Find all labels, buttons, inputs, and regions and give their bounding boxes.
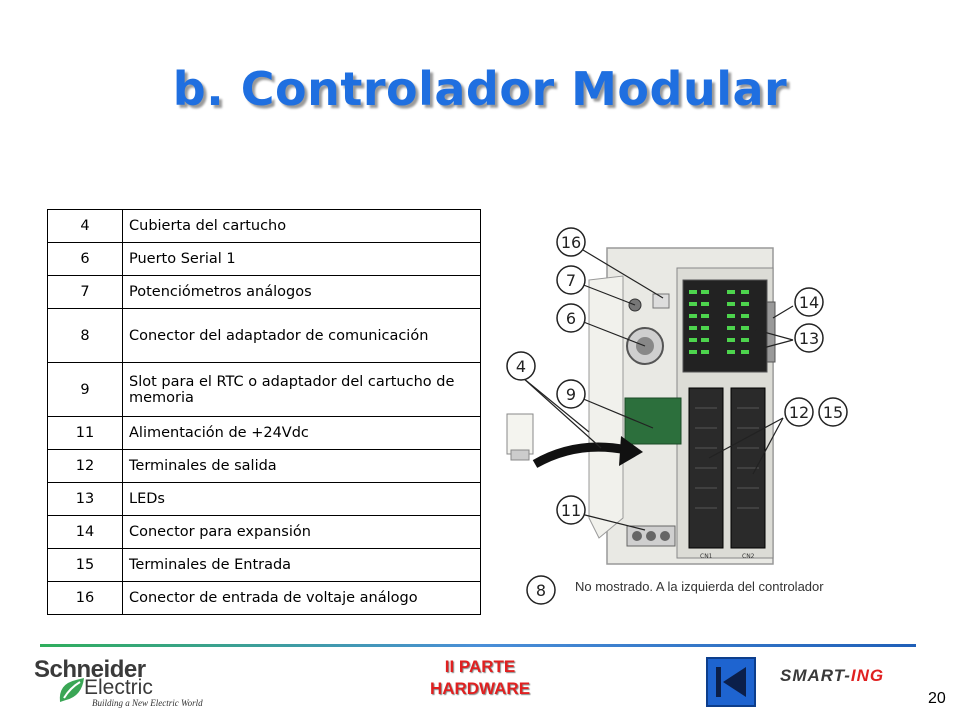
part-number: 12: [47, 449, 123, 483]
part-number: 13: [47, 482, 123, 516]
part-description: LEDs: [122, 482, 481, 516]
part-number: 9: [47, 362, 123, 417]
part-description: Potenciómetros análogos: [122, 275, 481, 309]
callout-label: 12: [789, 403, 809, 422]
rtc-slot: [624, 397, 682, 445]
part-number: 11: [47, 416, 123, 450]
callout-label: 11: [561, 501, 581, 520]
schneider-logo: Schneider Electric Building a New Electr…: [34, 656, 234, 712]
part-description: Conector para expansión: [122, 515, 481, 549]
led-grid: [689, 290, 749, 354]
slide-title: b. Controlador Modular: [172, 62, 788, 116]
part-number: 4: [47, 209, 123, 243]
skip-back-button[interactable]: [706, 657, 756, 707]
logo-part2: ING: [850, 666, 885, 685]
smart-ing-logo: SMART-ING: [780, 666, 884, 686]
schneider-leaf-icon: [59, 678, 84, 702]
port-label-cn2: CN2: [742, 553, 755, 560]
callout-label: 7: [566, 271, 576, 290]
part-description: Conector del adaptador de comunicación: [122, 308, 481, 363]
callout-label: 6: [566, 309, 576, 328]
cartridge-cover: [588, 275, 624, 539]
callout-label: 14: [799, 293, 819, 312]
section-line1: II PARTE: [444, 657, 516, 676]
brand-name: Schneider: [34, 656, 146, 683]
callout-label: 16: [561, 233, 581, 252]
logo-part1: SMART-: [780, 666, 851, 685]
skip-back-icon: [716, 667, 746, 697]
part-number: 16: [47, 581, 123, 615]
part-number: 6: [47, 242, 123, 276]
callout-label: 9: [566, 385, 576, 404]
expansion-connector: [766, 301, 776, 363]
brand-sub: Electric: [84, 676, 153, 699]
callout-label: 4: [516, 357, 526, 376]
part-description: Slot para el RTC o adaptador del cartuch…: [122, 362, 481, 417]
part-description: Cubierta del cartucho: [122, 209, 481, 243]
callout-label: 8: [536, 581, 546, 600]
part-number: 8: [47, 308, 123, 363]
cartridge-piece: [506, 413, 534, 461]
part-number: 15: [47, 548, 123, 582]
insertion-arrow: [532, 442, 628, 468]
callouts: 16 7 6 4 9 11 14 13 12 15 8: [506, 227, 848, 605]
part-description: Puerto Serial 1: [122, 242, 481, 276]
part-description: Terminales de Entrada: [122, 548, 481, 582]
footer-divider: [40, 644, 916, 647]
part-number: 7: [47, 275, 123, 309]
analog-input: [652, 293, 670, 309]
page-number: 20: [928, 690, 946, 707]
section-label: II PARTE HARDWARE: [400, 656, 560, 700]
callout-label: 13: [799, 329, 819, 348]
part-number: 14: [47, 515, 123, 549]
section-line2: HARDWARE: [429, 679, 531, 698]
callout-label: 15: [823, 403, 843, 422]
diagram-note: No mostrado. A la izquierda del controla…: [575, 579, 824, 594]
brand-tagline: Building a New Electric World: [92, 698, 203, 708]
controller-diagram: CN1 CN2 16 7 6: [506, 227, 848, 605]
part-description: Terminales de salida: [122, 449, 481, 483]
port-label-cn1: CN1: [700, 553, 713, 560]
part-description: Conector de entrada de voltaje análogo: [122, 581, 481, 615]
part-description: Alimentación de +24Vdc: [122, 416, 481, 450]
